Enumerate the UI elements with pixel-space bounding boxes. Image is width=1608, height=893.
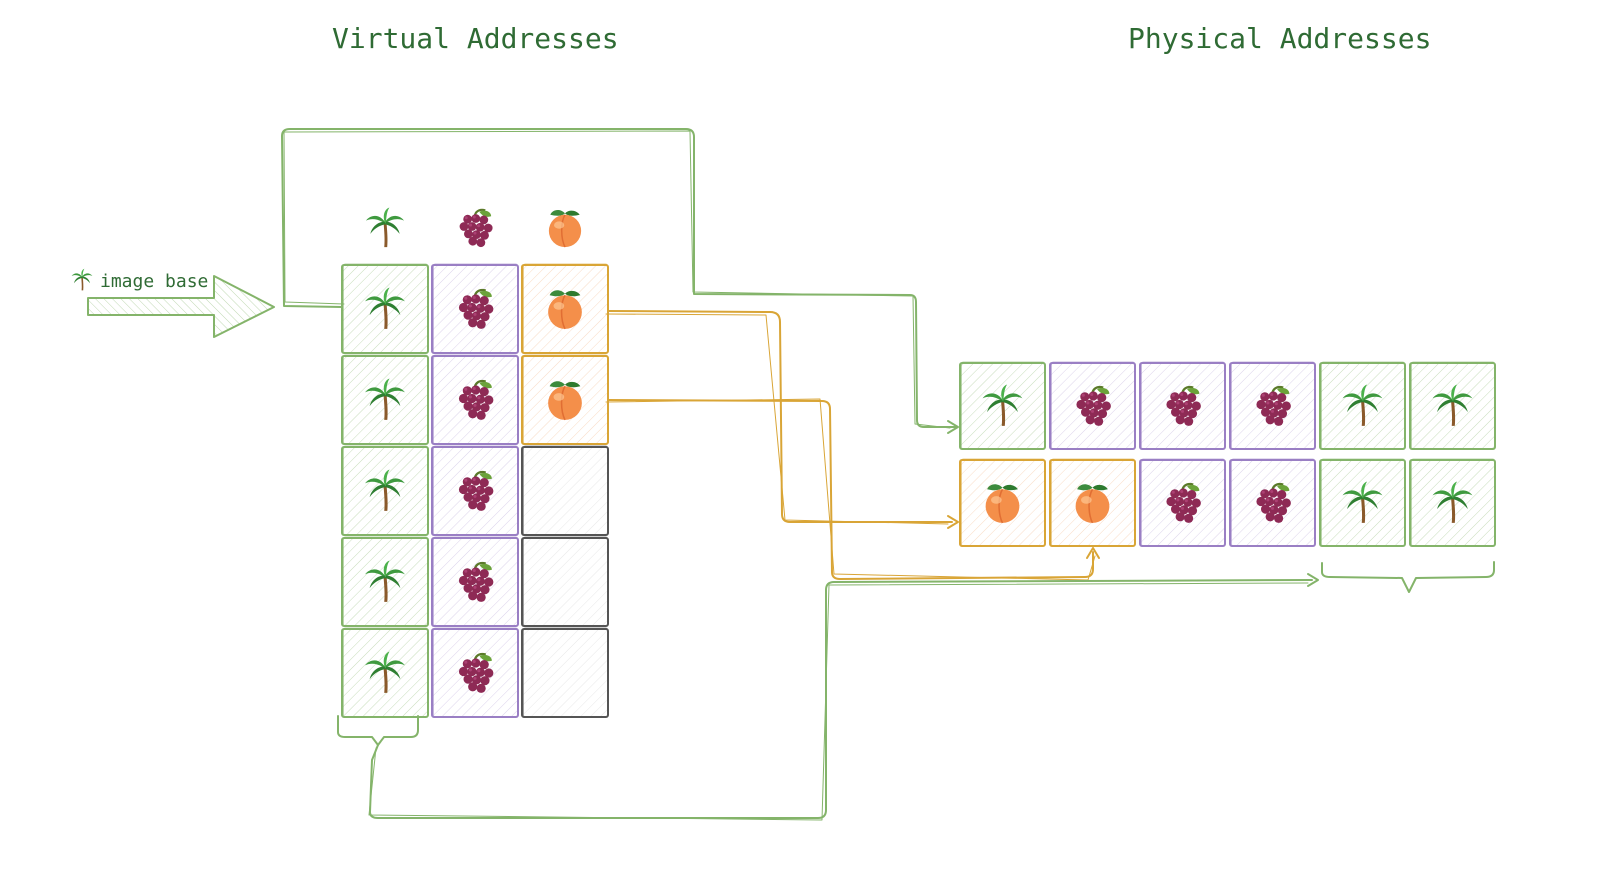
image-base-label: image base <box>100 271 209 292</box>
connector-palm-top <box>281 128 957 428</box>
image-base-arrow <box>87 275 275 338</box>
connector-peach-1 <box>607 310 953 523</box>
physical-cell-r1-c5 <box>1409 458 1496 547</box>
physical-cell-r0-c3 <box>1229 361 1316 450</box>
virtual-cell-r1-c0 <box>341 354 429 445</box>
connector-peach-2-sketch <box>605 398 1096 581</box>
virtual-cell-r3-c1 <box>431 536 519 627</box>
connector-peach-1-head <box>947 515 959 529</box>
physical-palm-brace <box>1321 561 1495 593</box>
physical-cell-r1-c1 <box>1049 458 1136 547</box>
virtual-cell-r1-c2 <box>521 354 609 445</box>
virtual-addresses-title: Virtual Addresses <box>332 22 619 55</box>
physical-cell-r0-c5 <box>1409 361 1496 450</box>
physical-cell-r0-c2 <box>1139 361 1226 450</box>
virtual-cell-r1-c1 <box>431 354 519 445</box>
legend-palm-tree-icon <box>365 207 405 248</box>
connector-peach-2-head <box>1086 547 1100 559</box>
legend-peach-icon <box>548 209 582 248</box>
virtual-cell-r2-c0 <box>341 445 429 536</box>
connector-palm-top-head <box>947 420 959 434</box>
connector-peach-2 <box>607 399 1094 580</box>
connector-palm-bottom-sketch <box>368 582 1309 821</box>
virtual-cell-r3-c2 <box>521 536 609 627</box>
virtual-palm-brace <box>337 715 419 746</box>
virtual-cell-r4-c0 <box>341 627 429 718</box>
virtual-cell-r2-c1 <box>431 445 519 536</box>
physical-cell-r0-c1 <box>1049 361 1136 450</box>
connector-peach-1-sketch <box>605 313 949 525</box>
virtual-cell-r0-c2 <box>521 263 609 354</box>
virtual-cell-r4-c1 <box>431 627 519 718</box>
physical-cell-r1-c3 <box>1229 458 1316 547</box>
physical-cell-r1-c2 <box>1139 458 1226 547</box>
physical-cell-r1-c0 <box>959 458 1046 547</box>
physical-cell-r0-c0 <box>959 361 1046 450</box>
virtual-cell-r0-c0 <box>341 263 429 354</box>
legend-grapes-icon <box>458 208 494 249</box>
physical-addresses-title: Physical Addresses <box>1128 22 1432 55</box>
palm-tree-icon <box>71 268 93 291</box>
virtual-cell-r2-c2 <box>521 445 609 536</box>
virtual-cell-r4-c2 <box>521 627 609 718</box>
physical-cell-r0-c4 <box>1319 361 1406 450</box>
connector-palm-top-sketch <box>283 130 951 429</box>
virtual-cell-r0-c1 <box>431 263 519 354</box>
connector-palm-bottom-head <box>1307 573 1319 587</box>
physical-cell-r1-c4 <box>1319 458 1406 547</box>
virtual-cell-r3-c0 <box>341 536 429 627</box>
